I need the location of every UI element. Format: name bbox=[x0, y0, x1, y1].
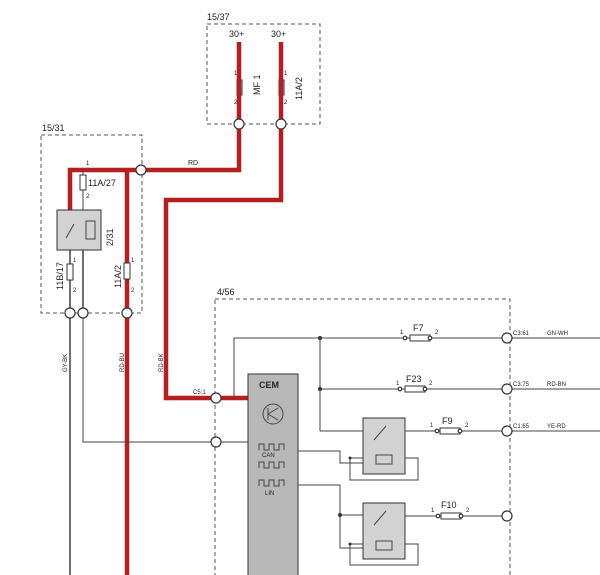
relay-2-31-label: 2/31 bbox=[105, 228, 115, 246]
wire-gy-bk-to-cem bbox=[82, 313, 248, 443]
fuse-mf1-label: MF 1 bbox=[252, 74, 262, 95]
wire-cem-to-relay1-coil bbox=[298, 450, 363, 464]
wire-gn-wh-label: GN-WH bbox=[547, 331, 568, 337]
fuse-f10-pin-2: 2 bbox=[466, 508, 470, 514]
module-4-56-label: 4/56 bbox=[217, 287, 235, 297]
fuse-11a2-lower-label: 11A/2 bbox=[113, 265, 123, 288]
connector-node bbox=[422, 386, 428, 392]
fuse-f7-pin-1: 1 bbox=[400, 330, 404, 336]
fuse-11a2-lower-pin-2: 2 bbox=[131, 288, 135, 294]
connector-node bbox=[434, 428, 440, 434]
pin-30plus-left: 30+ bbox=[229, 29, 244, 39]
fuse-f7-symbol bbox=[409, 334, 431, 342]
connector-node bbox=[210, 436, 222, 448]
relay-2-31-symbol bbox=[56, 209, 102, 251]
connector-node bbox=[275, 118, 287, 130]
connector-node bbox=[397, 386, 403, 392]
fuse-f23-label: F23 bbox=[406, 374, 422, 384]
fuse-f9-pin-2: 2 bbox=[465, 423, 469, 429]
cem-label: CEM bbox=[259, 380, 279, 390]
connector-node bbox=[501, 332, 513, 344]
fuse-f7-pin-2: 2 bbox=[435, 330, 439, 336]
pin-c3-75: C3:75 bbox=[513, 382, 530, 388]
connector-node bbox=[135, 164, 147, 176]
connector-node bbox=[435, 513, 441, 519]
connector-node bbox=[457, 428, 463, 434]
fuse-11a2-upper-label: 11A/2 bbox=[294, 77, 304, 100]
fuse-f9-symbol bbox=[439, 427, 461, 435]
connector-node bbox=[77, 307, 89, 319]
fuse-mf1-pin-1: 1 bbox=[234, 71, 238, 77]
wire-gy-bk-label: GY-BK bbox=[63, 354, 69, 372]
relay-f9-symbol bbox=[362, 417, 406, 475]
fuse-f10-symbol bbox=[440, 512, 462, 520]
relay-f10-symbol bbox=[362, 502, 406, 560]
fuse-f7-label: F7 bbox=[413, 323, 424, 333]
wire-rd-mf1 bbox=[67, 42, 242, 212]
connector-node bbox=[402, 335, 408, 341]
fuse-11a2-lower-symbol bbox=[123, 262, 131, 280]
wire-rd-label: RD bbox=[188, 160, 198, 167]
fuse-f10-label: F10 bbox=[441, 500, 457, 510]
cem-pin-c5-1: C5:1 bbox=[193, 390, 206, 396]
fuse-11a27-pin-2: 2 bbox=[86, 194, 90, 200]
connector-node bbox=[427, 335, 433, 341]
relay-2-31-coil bbox=[85, 220, 96, 240]
fuse-11b17-pin-1: 1 bbox=[73, 258, 77, 264]
cem-lin-label: LIN bbox=[265, 491, 274, 497]
connector-node bbox=[501, 383, 513, 395]
fuse-f9-pin-1: 1 bbox=[430, 423, 434, 429]
fuse-11b17-pin-2: 2 bbox=[73, 288, 77, 294]
fuse-f10-pin-1: 1 bbox=[431, 508, 435, 514]
fuse-f23-pin-2: 2 bbox=[429, 381, 433, 387]
connector-node bbox=[64, 307, 76, 319]
fuse-11a27-label: 11A/27 bbox=[88, 178, 116, 188]
wire-rd-bk-11a2 bbox=[163, 42, 284, 401]
module-15-37-label: 15/37 bbox=[207, 12, 230, 22]
fuse-f23-pin-1: 1 bbox=[396, 381, 400, 387]
cem-can-waveform-icon bbox=[258, 443, 285, 451]
cem-module bbox=[247, 373, 299, 575]
connector-node bbox=[210, 392, 222, 404]
fuse-11a27-symbol bbox=[79, 174, 87, 191]
module-15-31-box bbox=[40, 134, 143, 314]
pin-c1-65: C1:65 bbox=[513, 424, 530, 430]
connector-node bbox=[458, 513, 464, 519]
fuse-11a2-upper-pin-1: 1 bbox=[284, 71, 288, 77]
wire-cem-feed bbox=[233, 337, 320, 398]
wire-rd-bu-label: RD-BU bbox=[120, 353, 126, 372]
fuse-11a27-pin-1: 1 bbox=[86, 161, 90, 167]
connector-node bbox=[501, 425, 513, 437]
wire-rd-bn-label: RD-BN bbox=[547, 382, 566, 388]
wire-rd-bk-label: RD-BK bbox=[159, 353, 165, 372]
fuse-mf1-pin-2: 2 bbox=[234, 100, 238, 106]
pin-c3-61: C3:61 bbox=[513, 331, 530, 337]
wire-ye-rd-label: YE-RD bbox=[547, 424, 566, 430]
cem-can-label: CAN bbox=[262, 453, 275, 459]
wire-cem-to-relay2 bbox=[298, 484, 363, 549]
pin-30plus-right: 30+ bbox=[271, 29, 286, 39]
fuse-f9-label: F9 bbox=[442, 416, 453, 426]
connector-node bbox=[501, 510, 513, 522]
fuse-11a2-upper-pin-2: 2 bbox=[284, 100, 288, 106]
fuse-11b17-label: 11B/17 bbox=[55, 262, 65, 290]
cem-lin-waveform-icon bbox=[258, 479, 285, 487]
fuse-11b17-symbol bbox=[66, 263, 74, 281]
cem-transistor-icon bbox=[262, 403, 284, 425]
fuse-11a2-lower-pin-1: 1 bbox=[131, 258, 135, 264]
module-15-31-label: 15/31 bbox=[42, 123, 65, 133]
connector-node bbox=[121, 307, 133, 319]
fuse-f23-symbol bbox=[404, 385, 426, 393]
relay-2-31-contact bbox=[65, 223, 75, 239]
module-15-37-box bbox=[206, 23, 321, 125]
connector-node bbox=[233, 118, 245, 130]
